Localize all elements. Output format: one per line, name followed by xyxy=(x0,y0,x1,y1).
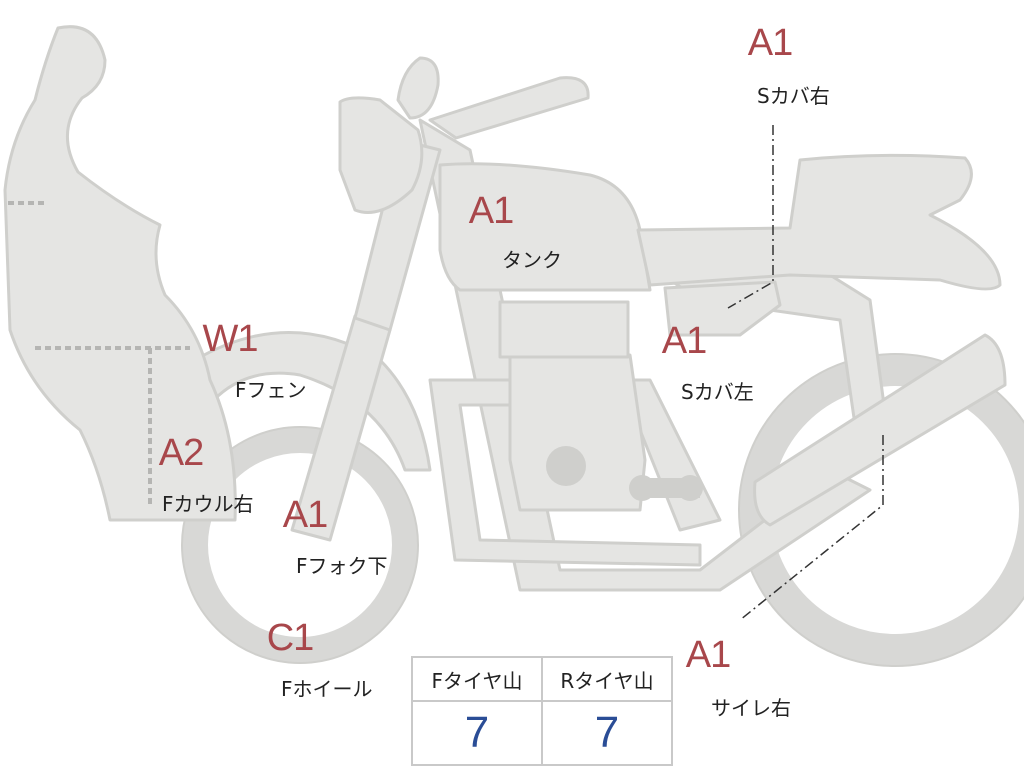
rear-wheel xyxy=(738,353,1024,667)
tread-table-header-row: Fタイヤ山 Rタイヤ山 xyxy=(411,656,673,702)
engine-cover xyxy=(546,446,586,486)
engine-top xyxy=(498,300,630,359)
inspection-point-side-cover-right: A1 Sカバ右 xyxy=(745,18,830,108)
grade-label: A1 xyxy=(282,494,328,536)
part-label: タンク xyxy=(502,248,562,272)
part-label: Fフォク下 xyxy=(296,554,388,578)
front-wheel xyxy=(181,426,419,664)
inspection-point-silencer-right: A1 サイレ右 xyxy=(683,630,791,720)
part-label: Fホイール xyxy=(281,677,373,701)
part-label: Fフェン xyxy=(235,378,307,402)
leader-line-silencer-right xyxy=(739,435,884,621)
handlebar xyxy=(428,76,590,140)
grade-label: A1 xyxy=(747,22,793,64)
grade-label: W1 xyxy=(202,318,259,360)
part-label: Sカバ右 xyxy=(757,84,830,108)
inspection-point-front-fender: W1 Fフェン xyxy=(203,314,307,402)
front-cowl xyxy=(3,25,237,522)
engine xyxy=(508,353,647,512)
rear-tire-tread-value: 7 xyxy=(541,700,673,766)
grade-label: A2 xyxy=(158,432,204,474)
inspection-point-front-fork-lower: A1 Fフォク下 xyxy=(280,490,388,578)
front-tire-tread-header: Fタイヤ山 xyxy=(411,656,543,702)
lower-frame-rail xyxy=(428,378,722,567)
part-label: サイレ右 xyxy=(711,696,791,720)
grade-label: A1 xyxy=(685,634,731,676)
front-tire-tread-value: 7 xyxy=(411,700,543,766)
fork-upper xyxy=(353,138,442,332)
tire-tread-table: Fタイヤ山 Rタイヤ山 7 7 xyxy=(411,656,673,766)
inspection-point-front-wheel: C1 Fホイール xyxy=(265,613,373,701)
foot-peg-end-left xyxy=(629,475,655,501)
part-label: Sカバ左 xyxy=(681,380,754,404)
inspection-point-tank: A1 タンク xyxy=(466,186,562,272)
headlight xyxy=(338,96,424,214)
muffler xyxy=(753,333,1007,527)
grade-label: A1 xyxy=(661,320,707,362)
part-label: Fカウル右 xyxy=(162,492,254,516)
fuel-tank xyxy=(438,162,652,292)
foot-peg-end-right xyxy=(677,475,703,501)
inspection-point-side-cover-left: A1 Sカバ左 xyxy=(659,316,754,404)
mirror xyxy=(396,56,440,120)
inspection-point-front-cowl-right: A2 Fカウル右 xyxy=(156,428,254,516)
rear-tire-tread-header: Rタイヤ山 xyxy=(541,656,673,702)
tread-table-value-row: 7 7 xyxy=(411,700,673,766)
seat xyxy=(636,153,1002,291)
grade-label: A1 xyxy=(468,190,514,232)
grade-label: C1 xyxy=(266,617,315,659)
